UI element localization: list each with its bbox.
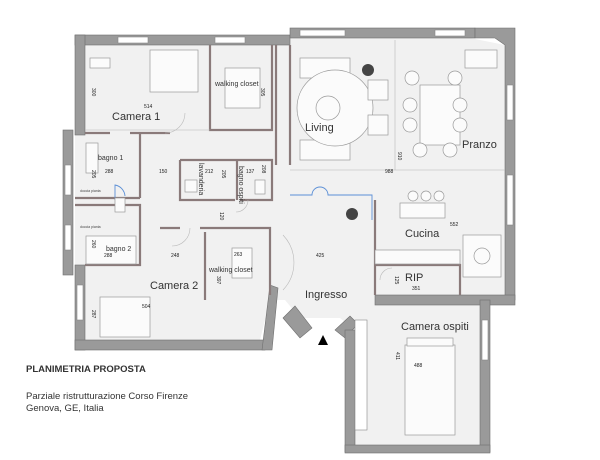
dim: 205 xyxy=(220,170,226,179)
dim: 137 xyxy=(246,169,255,175)
coffee-table xyxy=(315,95,341,121)
bed-ospiti xyxy=(404,344,456,436)
dim: 287 xyxy=(90,310,96,319)
label-camera-ospiti: Camera ospiti xyxy=(401,321,469,333)
dim: 425 xyxy=(316,253,325,259)
dim: 208 xyxy=(260,165,266,174)
label-doccia1: doccia pianta xyxy=(80,189,101,193)
label-doccia2: doccia pianta xyxy=(80,225,101,229)
dim: 260 xyxy=(90,240,96,249)
bed-camera2 xyxy=(99,296,151,338)
label-lavanderia: lavanderia xyxy=(197,163,204,195)
label-living: Living xyxy=(305,122,334,134)
dining-table xyxy=(419,84,461,146)
kitchen-island xyxy=(399,202,446,219)
doors xyxy=(114,112,393,291)
closet-island-1 xyxy=(224,67,261,109)
closet-island-2 xyxy=(231,247,253,279)
fireplace xyxy=(464,49,498,69)
dimension-labels: 514 300 305 288 205 150 212 205 137 208 … xyxy=(90,88,459,369)
windows xyxy=(64,29,514,431)
furniture xyxy=(85,49,502,436)
label-rip: RIP xyxy=(405,272,423,284)
dim: 351 xyxy=(412,286,421,292)
plant-icon xyxy=(346,64,374,220)
room-labels: Camera 1 walking closet Living Pranzo ba… xyxy=(80,81,497,333)
label-walking-closet-2: walking closet xyxy=(208,267,253,274)
dim: 288 xyxy=(105,169,114,175)
bed-camera1 xyxy=(149,49,199,93)
dim: 120 xyxy=(218,212,224,221)
interior-walls xyxy=(75,40,505,300)
dim: 988 xyxy=(385,169,394,175)
label-camera2: Camera 2 xyxy=(150,280,198,292)
label-bagno2: bagno 2 xyxy=(106,246,131,253)
dim: 205 xyxy=(90,170,96,179)
dim: 300 xyxy=(90,88,96,97)
label-ingresso: Ingresso xyxy=(305,289,347,301)
label-bagno1: bagno 1 xyxy=(98,155,123,162)
dim: 248 xyxy=(171,253,180,259)
dim: 910 xyxy=(396,152,402,161)
kitchen-counter xyxy=(374,249,461,265)
dim: 488 xyxy=(414,363,423,369)
dim: 411 xyxy=(394,352,400,360)
dim: 125 xyxy=(393,276,399,285)
dim: 504 xyxy=(142,304,151,310)
dim: 397 xyxy=(215,276,221,285)
dim: 552 xyxy=(450,222,459,228)
floor-area xyxy=(75,38,505,445)
dim: 212 xyxy=(205,169,214,175)
dim: 263 xyxy=(234,252,243,258)
plan-location: Genova, GE, Italia xyxy=(26,403,104,414)
label-camera1: Camera 1 xyxy=(112,111,160,123)
label-pranzo: Pranzo xyxy=(462,139,497,151)
label-walking-closet-1: walking closet xyxy=(214,81,259,88)
dim: 288 xyxy=(104,253,113,259)
plan-title: PLANIMETRIA PROPOSTA xyxy=(26,364,146,375)
entrance-arrow-icon xyxy=(318,335,328,345)
dim: 150 xyxy=(159,169,168,175)
plan-subtitle: Parziale ristrutturazione Corso Firenze xyxy=(26,391,189,402)
dim: 514 xyxy=(144,104,153,110)
dim: 305 xyxy=(259,88,265,97)
kitchen-table xyxy=(462,234,502,278)
label-bagno-ospiti: bagno ospiti xyxy=(237,166,244,204)
label-cucina: Cucina xyxy=(405,228,440,240)
